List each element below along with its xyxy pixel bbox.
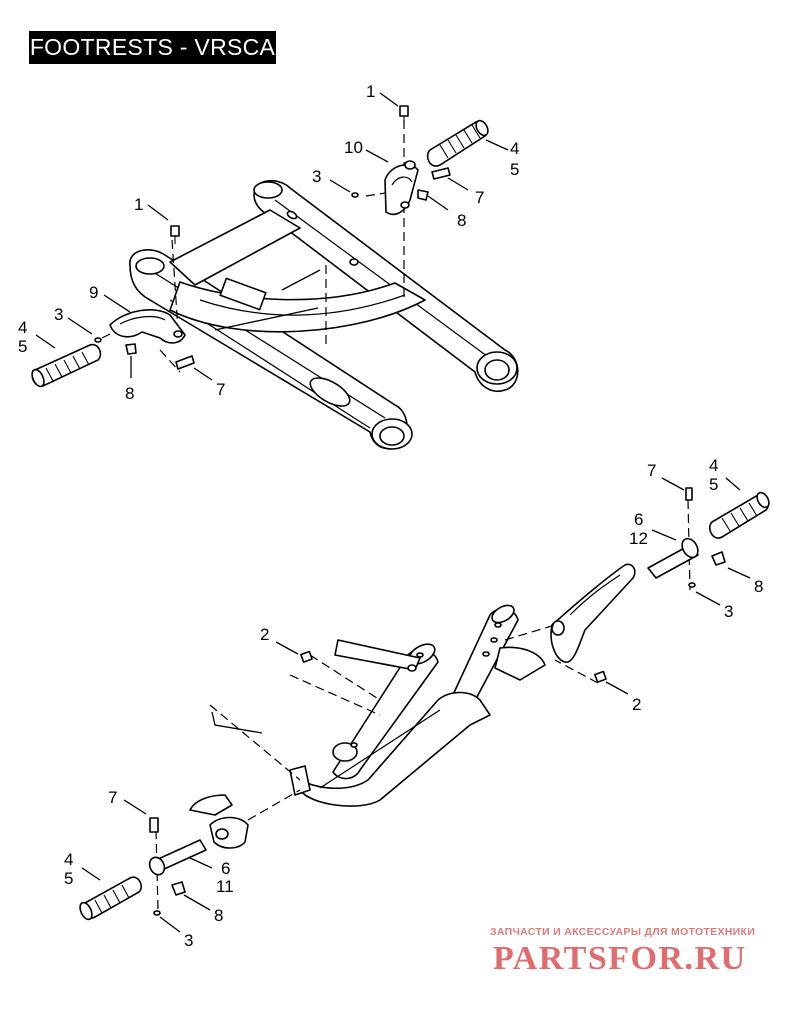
guide-line — [209, 704, 301, 781]
page-title: FOOTRESTS - VRSCA — [29, 31, 276, 64]
footpeg-upper-right — [426, 119, 489, 167]
washer — [351, 192, 359, 198]
callout-leaders — [35, 92, 751, 933]
guide-line — [171, 239, 179, 331]
callout-label: 8 — [125, 384, 134, 403]
pin — [431, 167, 451, 180]
callout-label: 4 — [64, 850, 73, 869]
watermark-tagline: ЗАПЧАСТИ И АКСЕССУАРЫ ДЛЯ МОТОТЕХНИКИ — [490, 926, 756, 938]
callout-label: 2 — [260, 625, 269, 644]
callout-label: 3 — [724, 602, 733, 621]
callout-label: 2 — [632, 695, 641, 714]
callout-label: 5 — [64, 869, 73, 888]
callout-label: 7 — [475, 188, 484, 207]
bolt — [399, 105, 409, 124]
callout-label: 11 — [216, 877, 234, 896]
bolt — [170, 225, 180, 244]
callout-label: 12 — [629, 529, 648, 548]
washer — [153, 910, 161, 916]
swingarm — [129, 179, 519, 450]
footrest-mount-left — [189, 794, 249, 849]
bolt — [594, 670, 607, 683]
clip — [417, 189, 429, 201]
watermark-brand: PARTSFOR.RU — [493, 940, 747, 977]
callout-label: 7 — [108, 788, 117, 807]
callout-label: 4 — [18, 318, 27, 337]
callout-label: 8 — [754, 577, 763, 596]
pin — [685, 487, 693, 501]
washer — [94, 337, 102, 343]
washer — [688, 582, 696, 588]
guide-line — [289, 674, 381, 716]
callout-label: 5 — [709, 475, 718, 494]
footpeg-lower-left — [79, 839, 207, 921]
callout-label: 7 — [216, 380, 225, 399]
callout-label: 8 — [214, 906, 223, 925]
bolt — [300, 650, 313, 663]
callout-label: 6 — [221, 859, 230, 878]
callout-label: 7 — [647, 461, 656, 480]
callout-label: 5 — [18, 337, 27, 356]
callout-label: 4 — [510, 139, 519, 158]
guide-line — [159, 349, 181, 373]
callout-label: 1 — [134, 195, 143, 214]
pin — [149, 817, 159, 833]
pin — [175, 355, 195, 370]
clip — [711, 551, 726, 566]
callout-labels: 1 10 3 4 5 7 8 1 9 3 4 5 8 7 7 4 5 6 12 … — [18, 82, 763, 950]
callout-label: 10 — [344, 138, 363, 157]
guide-line — [504, 624, 556, 641]
footrest-bracket-upper-right — [384, 160, 419, 216]
callout-label: 1 — [366, 82, 375, 101]
footrest-mount-right — [550, 563, 636, 663]
callout-label: 3 — [54, 305, 63, 324]
guide-line — [554, 659, 599, 684]
footpeg-upper-left — [31, 343, 102, 388]
callout-label: 5 — [510, 160, 519, 179]
callout-label: 9 — [89, 283, 98, 302]
footrest-bracket-upper-left — [109, 309, 186, 344]
clip — [171, 881, 186, 896]
callout-label: 3 — [312, 167, 321, 186]
callout-label: 3 — [184, 931, 193, 950]
frame-section — [289, 604, 546, 807]
callout-label: 6 — [634, 510, 643, 529]
footpeg-lower-right — [647, 491, 770, 579]
callout-label: 4 — [709, 456, 718, 475]
callout-label: 8 — [457, 211, 466, 230]
clip — [125, 343, 137, 355]
guide-line — [247, 789, 301, 821]
